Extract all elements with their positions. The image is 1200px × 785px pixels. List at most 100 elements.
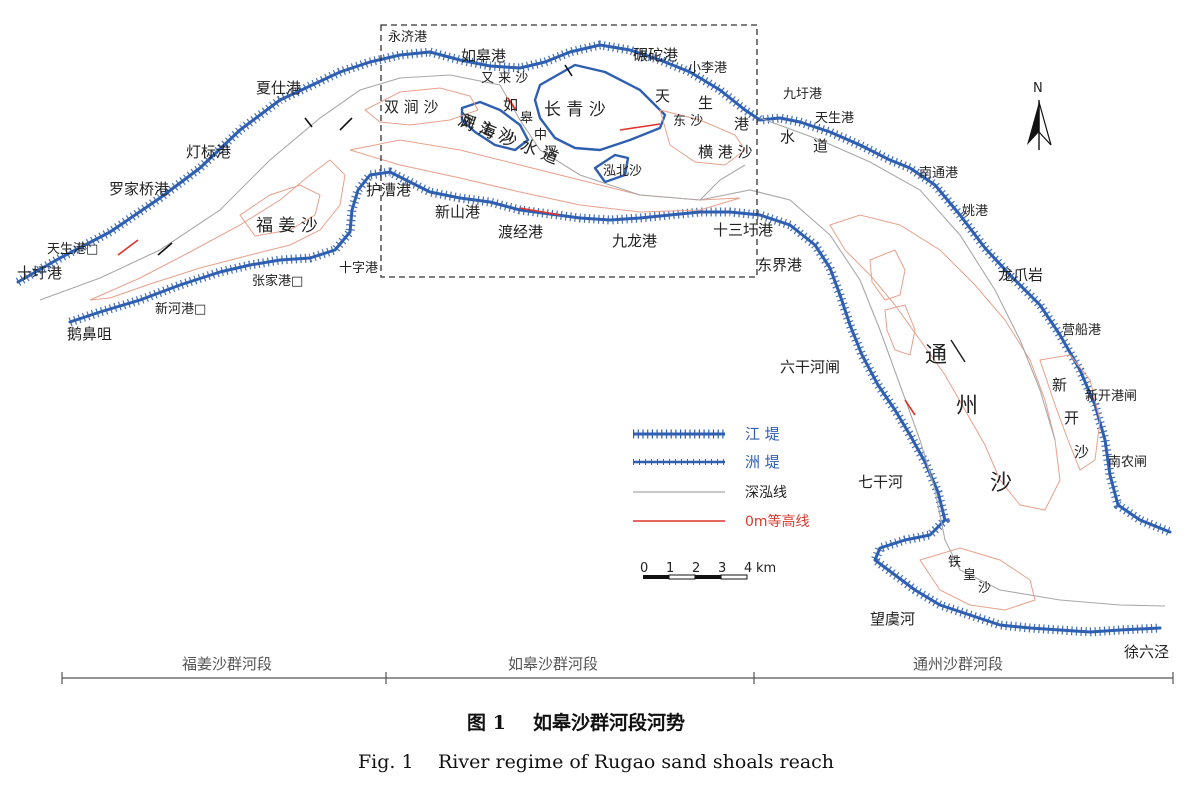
section-fujiang: 福姜沙群河段 xyxy=(182,655,272,673)
legend: 江 堤 洲 堤 深泓线 0m等高线 xyxy=(633,425,810,530)
place-nantong: 南通港 xyxy=(919,165,958,181)
zero-contour-segment-1 xyxy=(117,239,139,256)
label-sha2: 沙 xyxy=(1074,443,1089,461)
scale-bar-seg-4 xyxy=(720,574,748,580)
fujiang-inner-contour xyxy=(239,184,321,237)
label-youlai: 又 来 沙 xyxy=(481,71,528,86)
label-xin: 新 xyxy=(1052,376,1067,394)
place-xinhe: 新河港□ xyxy=(155,301,206,317)
tongzhou-contour xyxy=(829,214,1061,511)
section-tongzhou: 通州沙群河段 xyxy=(913,655,1003,673)
fujiang-shoal-contour xyxy=(89,159,346,301)
study-area-box xyxy=(380,24,758,278)
label-channel-dao: 道 xyxy=(813,137,828,155)
place-tiansheng-east: 天生港 xyxy=(815,111,854,126)
zero-contour-segment-5 xyxy=(904,399,916,416)
place-yingchuan: 营船港 xyxy=(1062,323,1101,338)
xinkai-contour xyxy=(1039,354,1101,471)
legend-zhoudi-label: 洲 堤 xyxy=(745,453,780,471)
label-sha3: 沙 xyxy=(978,581,991,596)
scale-unit: km xyxy=(756,561,776,576)
place-yao: 姚港 xyxy=(962,204,988,219)
scale-tick-3: 3 xyxy=(718,561,726,576)
place-luojiaqiao: 罗家桥港 xyxy=(109,180,169,198)
place-xiashi: 夏仕港 xyxy=(256,79,301,97)
label-ru: 如 xyxy=(503,96,518,114)
scale-tick-2: 2 xyxy=(692,561,700,576)
thalweg-branch-2 xyxy=(699,164,746,201)
legend-zero-label: 0m等高线 xyxy=(745,513,810,530)
place-xinkaigangzha: 新开港闸 xyxy=(1085,388,1137,404)
scale-tick-1: 1 xyxy=(666,561,674,576)
minzhu-shoal-levee xyxy=(460,100,530,152)
place-qiganhe: 七干河 xyxy=(858,473,903,491)
place-zhangjia: 张家港□ xyxy=(252,273,303,289)
label-tian: 天 xyxy=(655,87,670,105)
place-xuliujing: 徐六泾 xyxy=(1124,643,1169,661)
label-zhou: 州 xyxy=(956,394,978,419)
label-hongbei: 泓北沙 xyxy=(603,164,642,179)
label-gang: 港 xyxy=(734,115,749,133)
zero-contour-segment-4 xyxy=(507,97,517,111)
place-tuotuo: 碾砣港 xyxy=(633,46,678,64)
shuangjian-contour xyxy=(364,87,479,126)
place-dengbiao: 灯标港 xyxy=(186,143,231,161)
place-labels: 永济港 如皋港 碾砣港 小李港 夏仕港 灯标港 罗家桥港 天生港□ 十圩港 鹅鼻… xyxy=(17,30,1169,661)
label-dongsha: 东 沙 xyxy=(673,114,703,129)
north-arrow-light xyxy=(1038,101,1052,146)
scale-bar-seg-3 xyxy=(695,575,721,579)
caption-en-number: Fig. 1 xyxy=(358,751,414,773)
label-gao: 皋 xyxy=(520,111,533,126)
place-ebizui: 鹅鼻咀 xyxy=(67,325,112,343)
label-henggang: 横 港 沙 xyxy=(698,143,753,161)
label-kai: 开 xyxy=(1064,409,1079,427)
hongbei-shoal-levee xyxy=(593,153,630,184)
place-longzhuayan: 龙爪岩 xyxy=(998,266,1043,284)
place-yongji: 永济港 xyxy=(388,30,427,45)
henggang-contour xyxy=(659,109,746,166)
place-hucao: 护漕港 xyxy=(366,181,411,199)
liuhai-contour xyxy=(349,139,741,213)
caption-cn-number: 图 1 xyxy=(467,712,506,734)
north-bank-levee-hatch xyxy=(15,40,1172,537)
label-tie: 铁 xyxy=(948,555,961,570)
channel-divider-1 xyxy=(304,117,313,128)
place-xiaoli: 小李港 xyxy=(688,61,727,76)
section-axis: 福姜沙群河段 如皋沙群河段 通州沙群河段 xyxy=(61,655,1174,684)
scale-tick-4: 4 xyxy=(744,561,752,576)
place-dongjie: 东界港 xyxy=(757,256,802,274)
scale-bar: 0 1 2 3 4 km xyxy=(640,561,776,580)
changqing-shoal-levee xyxy=(533,63,667,152)
north-arrow-dark xyxy=(1027,102,1039,145)
legend-thalweg-label: 深泓线 xyxy=(745,485,787,501)
scale-bar-seg-1 xyxy=(643,575,669,579)
tongzhou-inner-contour-2 xyxy=(884,304,916,356)
north-label: N xyxy=(1033,81,1043,96)
label-sheng: 生 xyxy=(698,94,713,112)
figure-caption: 图 1 如皋沙群河段河势 Fig. 1 River regime of Ruga… xyxy=(358,711,834,773)
label-channel-shui: 水 xyxy=(780,128,795,146)
south-bank-levee xyxy=(68,170,1162,634)
tong-divider xyxy=(950,339,966,363)
label-changqing: 长 青 沙 xyxy=(544,100,606,120)
north-arrow: N xyxy=(1027,81,1052,150)
place-xinshan: 新山港 xyxy=(435,203,480,221)
place-nannongzha: 南农闸 xyxy=(1108,454,1147,470)
place-jiulong: 九龙港 xyxy=(612,232,657,250)
place-wangyuhe: 望虞河 xyxy=(870,610,915,628)
tiehuang-contour xyxy=(919,547,1036,611)
channel-divider-4 xyxy=(564,64,573,77)
label-sha: 沙 xyxy=(990,471,1012,496)
label-zhong: 中 xyxy=(534,128,547,143)
zero-contour-segment-2 xyxy=(519,207,561,216)
place-tiansheng-west: 天生港□ xyxy=(47,242,98,257)
caption-en-title: River regime of Rugao sand shoals reach xyxy=(438,751,834,773)
scale-tick-0: 0 xyxy=(640,561,648,576)
channel-divider-2 xyxy=(339,117,353,131)
section-rugao: 如皋沙群河段 xyxy=(508,655,598,673)
legend-jiangdi-label: 江 堤 xyxy=(745,425,780,443)
label-shuangjian: 双 涧 沙 xyxy=(384,98,439,116)
place-shisanyu: 十三圩港 xyxy=(713,221,773,239)
place-shizi: 十字港 xyxy=(339,261,378,276)
